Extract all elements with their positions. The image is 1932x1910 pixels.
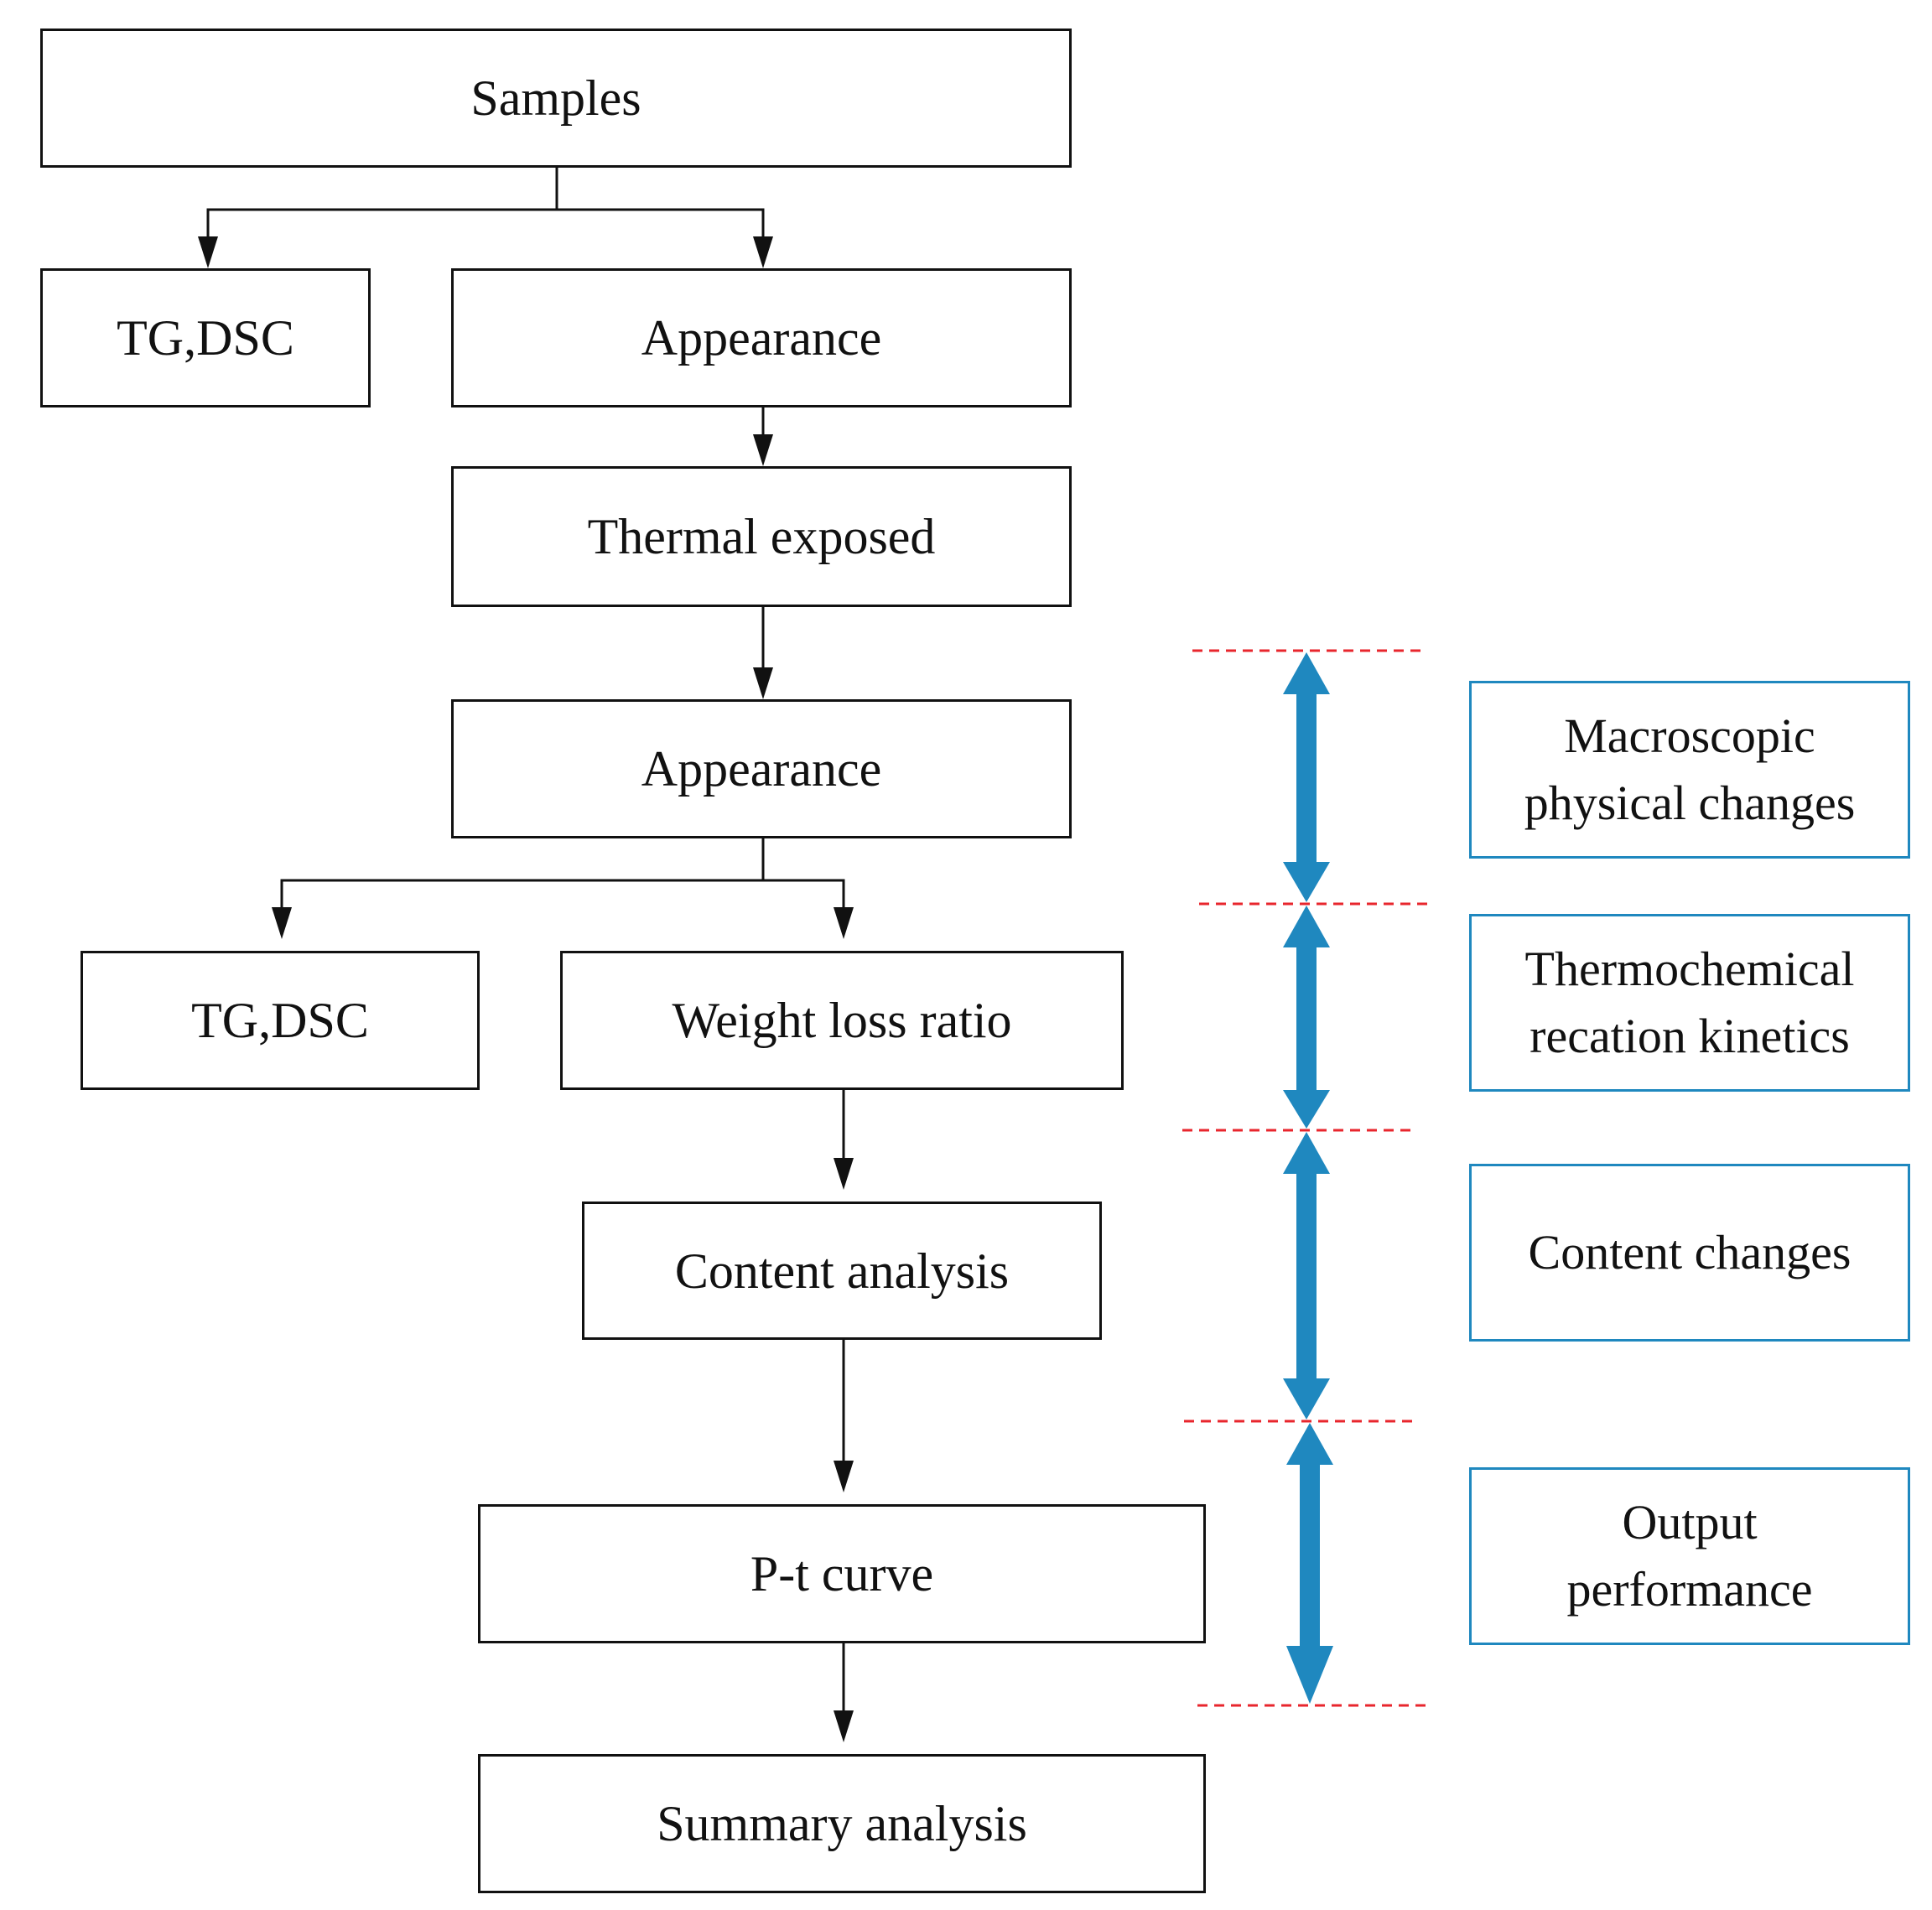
pt-curve-box: P-t curve: [478, 1504, 1206, 1643]
output-performance-stage-box: Output performance: [1469, 1467, 1910, 1645]
arrowhead-appearance-1: [753, 236, 773, 268]
macroscopic-stage-label: Macroscopic physical changes: [1524, 708, 1856, 830]
tg-dsc-label-2: TG,DSC: [191, 993, 369, 1048]
arrowhead-weight: [834, 907, 854, 939]
arrowhead-tgdsc-1: [198, 236, 218, 268]
double-arrow-content: [1283, 1132, 1330, 1420]
arrowhead-tgdsc-2: [272, 907, 292, 939]
thermochemical-stage-box: Thermochemical recation kinetics: [1469, 914, 1910, 1092]
output-performance-stage-label: Output performance: [1566, 1494, 1813, 1617]
arrowhead-content: [834, 1158, 854, 1190]
content-changes-stage-box: Content changes: [1469, 1164, 1910, 1342]
appearance-label-1: Appearance: [641, 310, 882, 366]
content-changes-stage-label: Content changes: [1528, 1224, 1852, 1279]
samples-box: Samples: [40, 29, 1072, 168]
summary-analysis-box: Summary analysis: [478, 1754, 1206, 1893]
connector-samples-appearance: [557, 208, 765, 245]
weight-loss-ratio-box: Weight loss ratio: [560, 951, 1124, 1090]
appearance-box-1: Appearance: [451, 268, 1072, 407]
thermal-exposed-label: Thermal exposed: [587, 509, 936, 564]
stage-dividers: [1182, 649, 1434, 1707]
arrowhead-pt: [834, 1461, 854, 1492]
appearance-label-2: Appearance: [641, 741, 882, 797]
connector-appearance-weight: [763, 879, 845, 916]
tg-dsc-box-2: TG,DSC: [80, 951, 480, 1090]
tg-dsc-box-1: TG,DSC: [40, 268, 371, 407]
connector-appearance-split: [280, 838, 765, 916]
summary-analysis-label: Summary analysis: [657, 1796, 1027, 1851]
arrowhead-appearance-2: [753, 667, 773, 699]
samples-label: Samples: [470, 70, 641, 126]
connector-samples-split: [206, 168, 558, 245]
weight-loss-ratio-label: Weight loss ratio: [672, 993, 1012, 1048]
arrowhead-thermal: [753, 434, 773, 466]
macroscopic-stage-box: Macroscopic physical changes: [1469, 681, 1910, 859]
tg-dsc-label-1: TG,DSC: [117, 310, 294, 366]
content-analysis-box: Content analysis: [582, 1202, 1102, 1340]
flow-arrowheads: [198, 236, 854, 1742]
thermochemical-stage-label: Thermochemical recation kinetics: [1524, 941, 1855, 1063]
double-arrow-macroscopic: [1283, 652, 1330, 902]
stage-arrows: [1283, 652, 1333, 1704]
thermal-exposed-box: Thermal exposed: [451, 466, 1072, 607]
double-arrow-output: [1286, 1423, 1333, 1704]
flow-lines: [206, 168, 845, 1719]
arrowhead-summary: [834, 1710, 854, 1742]
content-analysis-label: Content analysis: [674, 1243, 1010, 1299]
pt-curve-label: P-t curve: [750, 1546, 934, 1601]
double-arrow-thermochemical: [1283, 906, 1330, 1129]
appearance-box-2: Appearance: [451, 699, 1072, 838]
